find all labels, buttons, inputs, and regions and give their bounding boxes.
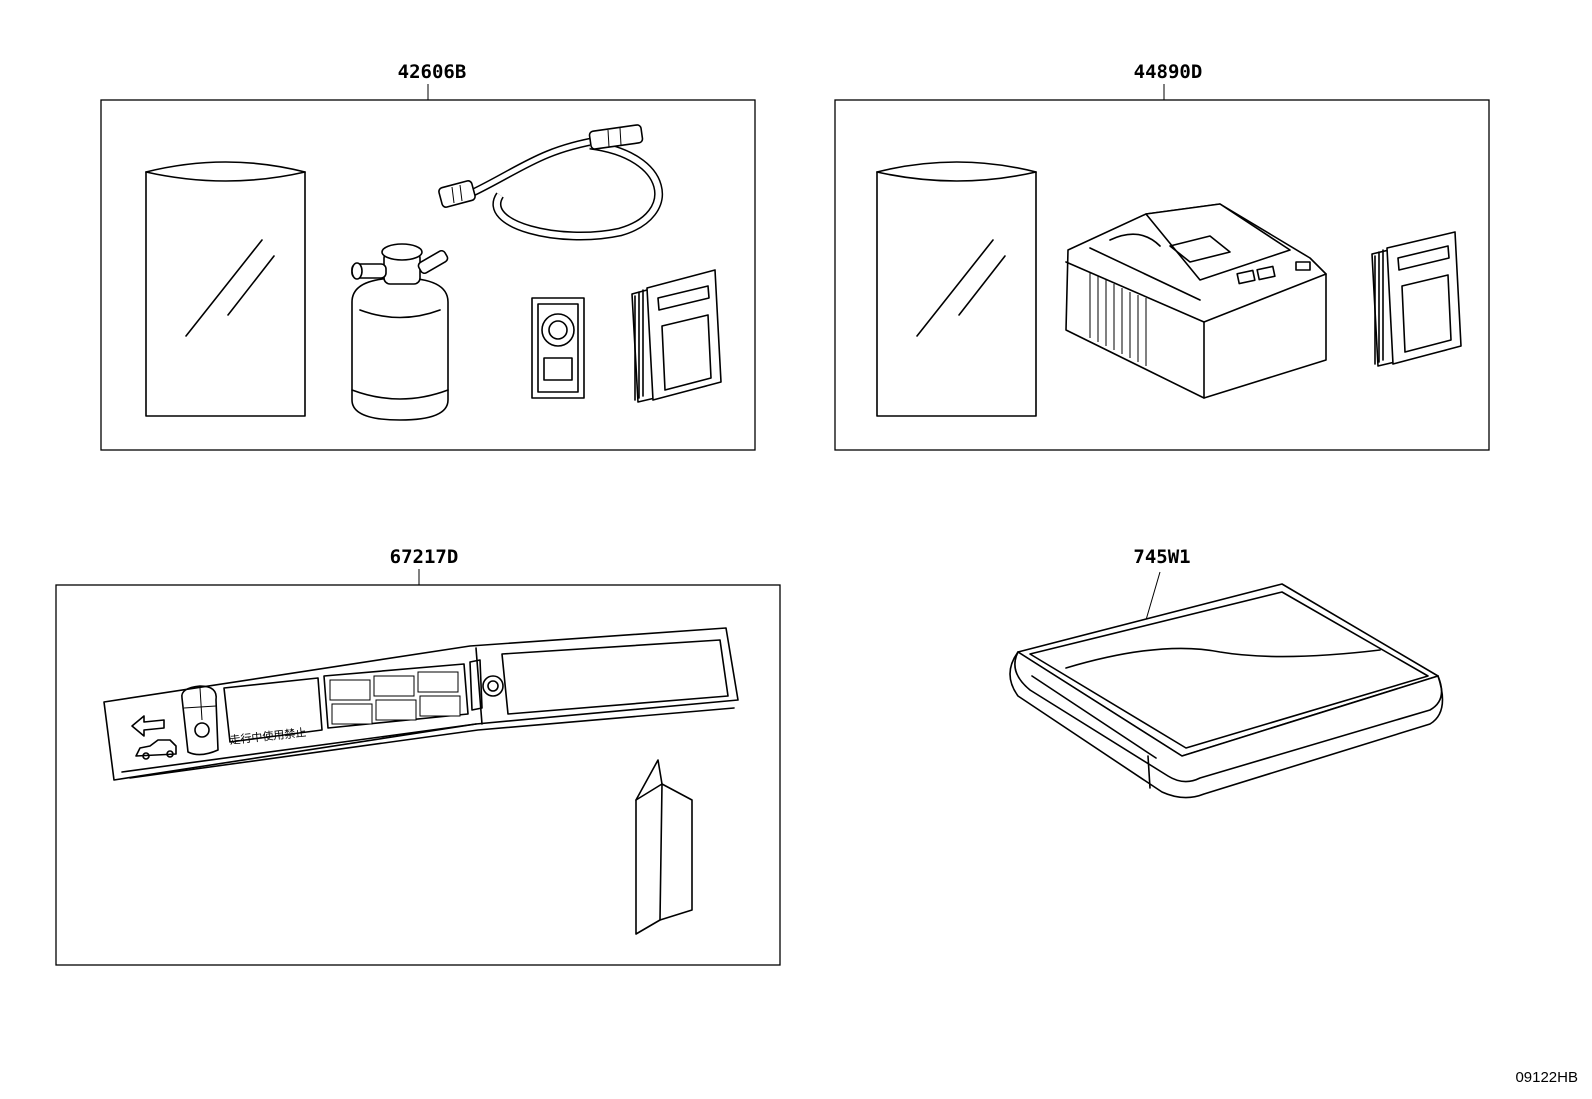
group-frame — [834, 99, 1490, 451]
instruction-booklet-icon — [1371, 231, 1462, 367]
figure-code: 09122HB — [1515, 1069, 1578, 1086]
part-number-745w1[interactable]: 745W1 — [1133, 546, 1190, 568]
part-number-42606b[interactable]: 42606B — [398, 61, 467, 83]
air-compressor-icon — [1065, 203, 1327, 399]
group-67217d: 67217D — [55, 546, 781, 966]
hose-icon — [438, 124, 663, 241]
tool-bag-icon — [1009, 583, 1444, 799]
part-number-44890d[interactable]: 44890D — [1134, 61, 1203, 83]
group-44890d: 44890D — [834, 61, 1490, 451]
plastic-bag-icon — [145, 161, 306, 417]
group-42606b: 42606B — [100, 61, 756, 451]
leader-line — [1145, 571, 1161, 621]
plastic-bag-icon — [876, 161, 1037, 417]
instruction-booklet-icon — [631, 269, 722, 403]
valve-card-icon — [531, 297, 585, 399]
caution-label-icon: 走行中使用禁止 — [103, 627, 739, 781]
group-745w1: 745W1 — [1009, 546, 1444, 799]
group-frame — [55, 584, 781, 966]
sealant-bottle-icon — [351, 243, 449, 421]
part-number-67217d[interactable]: 67217D — [390, 546, 459, 568]
group-frame — [100, 99, 756, 451]
folded-leaflet-icon — [635, 759, 693, 935]
